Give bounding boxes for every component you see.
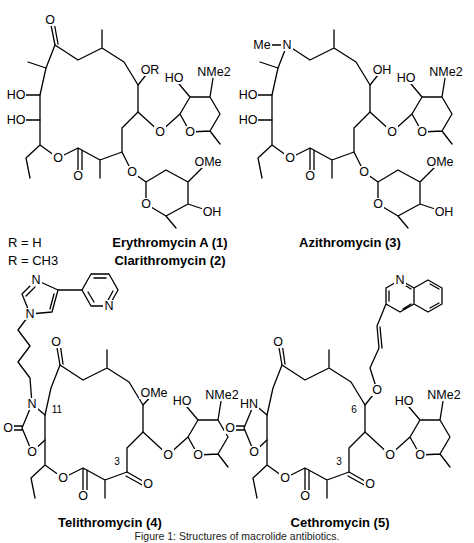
atom-label: O [384, 449, 396, 462]
atom-label: HO [164, 72, 185, 85]
atom-label: O [2, 422, 14, 435]
atom-label: O [386, 126, 398, 139]
atom-label: O [77, 490, 89, 503]
atom-label: HO [238, 89, 259, 102]
compound-name: Azithromycin (3) [299, 236, 401, 249]
atom-label: O [371, 384, 383, 397]
atom-label: O [364, 478, 376, 491]
macrolactone-ring [258, 30, 370, 178]
r-group-note: R = H [8, 236, 42, 249]
atom-label: O [50, 336, 62, 349]
atom-label: NMe2 [196, 66, 231, 79]
atom-label: OH [434, 206, 455, 219]
atom-label: O [57, 472, 69, 485]
atom-label: O [224, 422, 236, 435]
atom-label: N [394, 274, 405, 287]
atom-label: NMe2 [428, 66, 463, 79]
atom-label: O [299, 490, 311, 503]
atom-label: O [416, 126, 428, 139]
atom-label: N [24, 308, 35, 321]
figure-caption: Figure 1: Structures of macrolide antibi… [135, 531, 340, 542]
azithromycin-skeleton [248, 30, 452, 228]
cladinose-sugar [364, 162, 444, 228]
atom-label: O [272, 336, 284, 349]
atom-label: O [162, 449, 174, 462]
atom-label: O [248, 446, 260, 459]
bond-lines [11, 20, 452, 498]
desosamine-sugar [160, 72, 220, 144]
compound-name: Telithromycin (4) [58, 516, 162, 529]
position-number: 11 [51, 405, 63, 415]
compound-name: Cethromycin (5) [291, 516, 390, 529]
telithromycin-skeleton [11, 274, 228, 498]
bond-lines [11, 274, 168, 486]
position-number: 6 [350, 405, 358, 415]
atom-label: HO [172, 395, 193, 408]
atom-label: NMe2 [204, 389, 239, 402]
atom-label: O [142, 478, 154, 491]
bond-lines [233, 280, 442, 486]
atom-label: O [279, 472, 291, 485]
compound-name: Erythromycin A (1) [112, 236, 227, 249]
atom-label: O [44, 14, 56, 27]
erythromycin-skeleton [16, 20, 220, 228]
desosamine-sugar [392, 72, 452, 144]
atom-label: OH [202, 206, 223, 219]
atom-label: O [140, 198, 152, 211]
atom-label: HO [6, 114, 27, 127]
position-number: 3 [335, 457, 343, 467]
atom-label: O [26, 446, 38, 459]
atom-label: O [372, 198, 384, 211]
atom-label: N [30, 274, 41, 287]
atom-label: O [126, 166, 138, 179]
atom-label: O [192, 449, 204, 462]
atom-label: O [184, 126, 196, 139]
atom-label: OMe [193, 156, 222, 169]
atom-label: O [52, 152, 64, 165]
atom-label: OMe [139, 387, 168, 400]
atom-label: NMe2 [426, 389, 461, 402]
atom-label: O [358, 166, 370, 179]
desosamine-sugar [168, 395, 228, 467]
atom-label: N [103, 300, 114, 313]
atom-label: N [281, 39, 292, 52]
atom-label: HO [394, 395, 415, 408]
atom-label: HO [238, 114, 259, 127]
atom-label: OH [372, 64, 393, 77]
atom-label: Me [252, 39, 271, 52]
atom-label: O [414, 449, 426, 462]
compound-name: Clarithromycin (2) [114, 254, 225, 267]
atom-label: O [284, 152, 296, 165]
r-group-note: R = CH3 [8, 254, 58, 267]
atom-label: HN [239, 398, 259, 411]
atom-label: N [26, 398, 37, 411]
atom-label: HO [6, 89, 27, 102]
bond-lines [248, 45, 392, 172]
atom-label: OR [140, 64, 161, 77]
position-number: 3 [113, 457, 121, 467]
atom-label: OMe [425, 156, 454, 169]
cethromycin-skeleton [233, 280, 450, 498]
atom-label: HO [396, 72, 417, 85]
cladinose-sugar [132, 162, 212, 228]
desosamine-sugar [390, 395, 450, 467]
atom-label: O [72, 170, 84, 183]
atom-label: O [154, 126, 166, 139]
bond-lines [16, 20, 160, 172]
atom-label: O [304, 170, 316, 183]
macrolactone-ring [26, 30, 138, 178]
